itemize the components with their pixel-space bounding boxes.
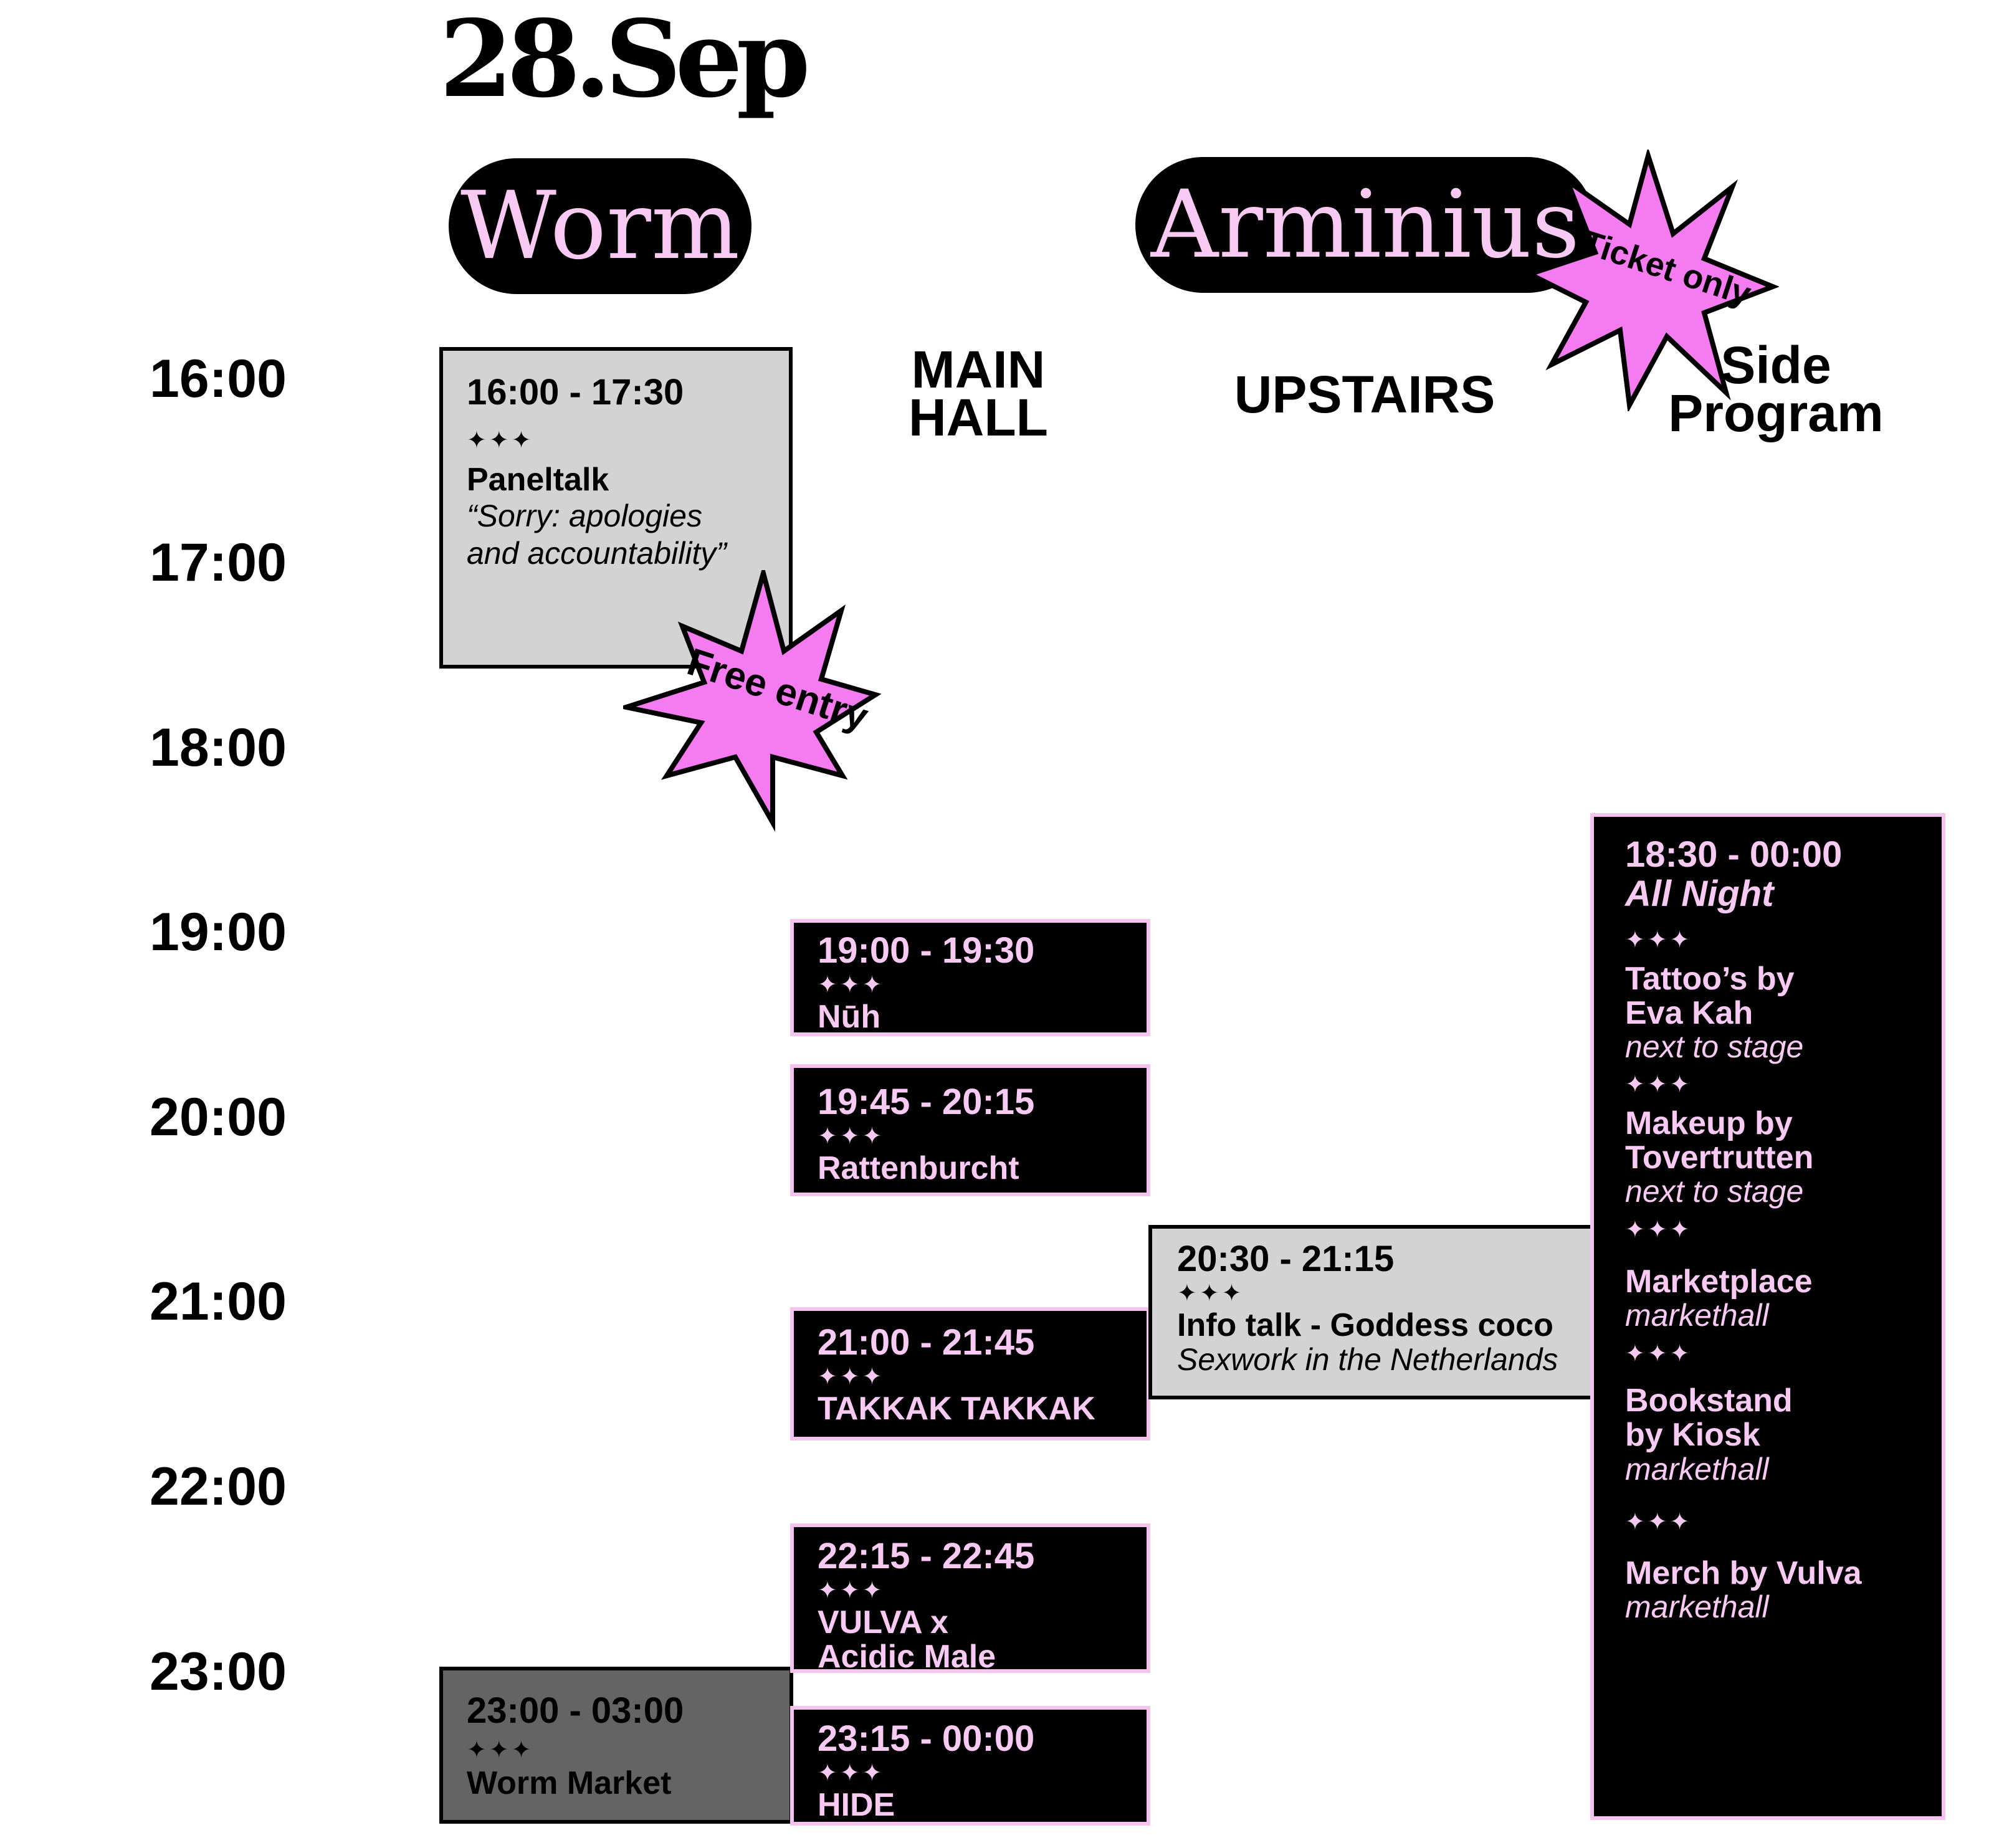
side-item-tattoo: ✦✦✦ Tattoo’s by Eva Kah next to stage [1625, 926, 1942, 1063]
event-subtitle: and accountability” [467, 536, 727, 571]
event-hide[interactable]: 23:15 - 00:00 ✦✦✦ HIDE [790, 1706, 1150, 1826]
event-subtitle: “Sorry: apologies [467, 498, 702, 534]
side-item-title: Makeup by [1625, 1105, 1793, 1141]
stage-side-program: Side Program [1668, 336, 1884, 443]
stage-upstairs: UPSTAIRS [1234, 365, 1496, 424]
event-nuh[interactable]: 19:00 - 19:30 ✦✦✦ Nūh [790, 919, 1150, 1036]
event-takkak[interactable]: 21:00 - 21:45 ✦✦✦ TAKKAK TAKKAK [790, 1307, 1150, 1441]
side-item-title: by Kiosk [1625, 1417, 1760, 1454]
stars-divider: ✦✦✦ [818, 1363, 885, 1390]
event-time: 20:30 - 21:15 [1177, 1239, 1395, 1279]
stage-main-hall: MAIN HALL [909, 340, 1048, 447]
starburst-icon [616, 563, 882, 832]
stars-divider: ✦✦✦ [467, 1736, 534, 1763]
stars-divider: ✦✦✦ [818, 1123, 885, 1150]
event-time: 19:00 - 19:30 [818, 930, 1035, 971]
stars-divider: ✦✦✦ [818, 1577, 885, 1604]
side-item-marketplace: ✦✦✦ Marketplace markethall [1625, 1216, 1942, 1332]
event-worm-market[interactable]: 23:00 - 03:00 ✦✦✦ Worm Market [439, 1667, 793, 1824]
time-label: 21:00 [150, 1272, 287, 1331]
venue-worm-pill: Worm [449, 158, 751, 294]
event-title: Acidic Male [818, 1639, 996, 1675]
date-title: 28.Sep [439, 0, 811, 121]
time-label: 19:00 [150, 902, 287, 962]
event-side-program[interactable]: 18:30 - 00:00 All Night ✦✦✦ Tattoo’s by … [1590, 813, 1945, 1820]
side-item-location: markethall [1625, 1298, 1769, 1333]
time-label: 18:00 [150, 718, 287, 778]
event-time: 16:00 - 17:30 [467, 372, 684, 412]
event-title: TAKKAK TAKKAK [818, 1391, 1095, 1427]
stars-divider: ✦✦✦ [1625, 1216, 1692, 1243]
event-title: VULVA x [818, 1604, 948, 1641]
time-label: 16:00 [150, 349, 287, 409]
side-item-title: Eva Kah [1625, 994, 1753, 1031]
side-item-location: markethall [1625, 1451, 1769, 1487]
ticket-only-badge: Ticket only [1517, 146, 1780, 413]
side-item-merch: ✦✦✦ Merch by Vulva markethall [1625, 1508, 1942, 1623]
event-info-talk[interactable]: 20:30 - 21:15 ✦✦✦ Info talk - Goddess co… [1148, 1225, 1596, 1399]
venue-arminius-pill: Arminius [1135, 157, 1595, 293]
side-item-title: Tattoo’s by [1625, 960, 1795, 997]
venue-arminius-label: Arminius [1150, 171, 1580, 279]
event-subtitle: All Night [1625, 873, 1774, 914]
free-entry-badge: Free entry [616, 563, 885, 832]
event-time: 23:00 - 03:00 [467, 1690, 684, 1731]
side-item-makeup: ✦✦✦ Makeup by Tovertrutten next to stage [1625, 1070, 1942, 1207]
event-rattenburcht[interactable]: 19:45 - 20:15 ✦✦✦ Rattenburcht [790, 1064, 1150, 1196]
stars-divider: ✦✦✦ [1625, 1072, 1692, 1098]
stars-divider: ✦✦✦ [1625, 1340, 1692, 1367]
event-vulva[interactable]: 22:15 - 22:45 ✦✦✦ VULVA x Acidic Male [790, 1523, 1150, 1675]
venue-worm-label: Worm [460, 172, 740, 280]
side-item-title: Merch by Vulva [1625, 1555, 1862, 1591]
stars-divider: ✦✦✦ [818, 971, 885, 998]
event-time: 23:15 - 00:00 [818, 1718, 1035, 1759]
event-paneltalk[interactable]: 16:00 - 17:30 ✦✦✦ Paneltalk “Sorry: apol… [439, 347, 793, 669]
side-item-bookstand: ✦✦✦ Bookstand by Kiosk markethall [1625, 1340, 1942, 1485]
event-title: HIDE [818, 1787, 895, 1824]
event-title: Worm Market [467, 1765, 672, 1802]
event-title: Paneltalk [467, 462, 609, 498]
stars-divider: ✦✦✦ [1625, 1509, 1692, 1536]
side-item-title: Marketplace [1625, 1264, 1813, 1300]
side-item-location: markethall [1625, 1589, 1769, 1624]
side-item-location: next to stage [1625, 1174, 1804, 1209]
side-item-location: next to stage [1625, 1029, 1804, 1064]
event-title: Info talk - Goddess coco [1177, 1307, 1553, 1344]
event-subtitle: Sexwork in the Netherlands [1177, 1342, 1558, 1378]
stars-divider: ✦✦✦ [467, 427, 534, 454]
starburst-icon [1523, 146, 1780, 413]
event-time: 19:45 - 20:15 [818, 1082, 1035, 1122]
side-item-title: Bookstand [1625, 1383, 1793, 1419]
event-title: Rattenburcht [818, 1150, 1019, 1187]
time-label: 20:00 [150, 1087, 287, 1147]
time-label: 23:00 [150, 1642, 287, 1702]
event-title: Nūh [818, 999, 881, 1036]
stars-divider: ✦✦✦ [818, 1760, 885, 1786]
event-time: 18:30 - 00:00 [1625, 834, 1843, 875]
event-time: 22:15 - 22:45 [818, 1536, 1035, 1576]
stars-divider: ✦✦✦ [1625, 927, 1692, 954]
stars-divider: ✦✦✦ [1177, 1280, 1244, 1307]
time-label: 17:00 [150, 533, 287, 593]
event-time: 21:00 - 21:45 [818, 1322, 1035, 1363]
time-label: 22:00 [150, 1457, 287, 1517]
side-item-title: Tovertrutten [1625, 1140, 1814, 1176]
